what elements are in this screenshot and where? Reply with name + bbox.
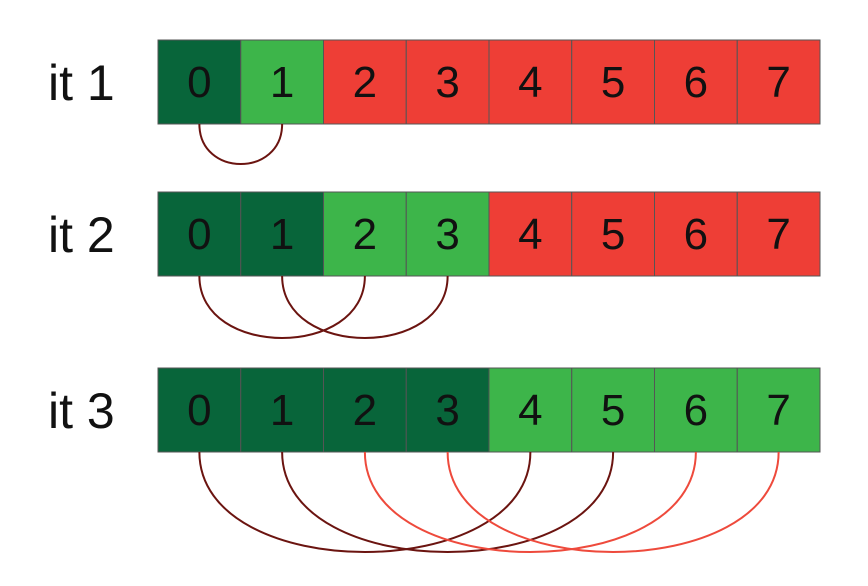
cell-index: 7 xyxy=(766,58,790,107)
cells-it-3: 0 1 2 3 4 5 6 7 xyxy=(157,367,821,453)
cell-box xyxy=(488,367,573,453)
cell-index: 2 xyxy=(353,386,377,435)
cell-index: 6 xyxy=(684,210,708,259)
cell-box xyxy=(736,39,821,125)
row-label-it-3: it 3 xyxy=(48,383,115,439)
connection-arc xyxy=(198,451,532,553)
row-it-2: it 2 0 1 2 3 4 5 6 7 xyxy=(48,191,821,339)
cell-index: 6 xyxy=(684,386,708,435)
connection-arc xyxy=(363,451,697,553)
cell-box xyxy=(488,191,573,277)
cell-index: 3 xyxy=(435,386,459,435)
cell-box xyxy=(571,39,655,125)
cell-box xyxy=(488,39,573,125)
connection-arc xyxy=(198,275,366,339)
cell-index: 2 xyxy=(353,58,377,107)
cell-index: 1 xyxy=(270,210,294,259)
cell-box xyxy=(405,367,490,453)
cell-index: 6 xyxy=(684,58,708,107)
connection-arc xyxy=(281,275,449,339)
cell-index: 5 xyxy=(601,58,625,107)
cell-box xyxy=(571,367,655,453)
cell-index: 1 xyxy=(270,386,294,435)
cell-box xyxy=(654,367,738,453)
row-it-1: it 1 0 1 2 3 4 5 6 7 xyxy=(48,39,821,165)
arcs-it-1 xyxy=(198,123,284,165)
cell-box xyxy=(157,367,242,453)
row-label-it-1: it 1 xyxy=(48,55,115,111)
row-label-it-2: it 2 xyxy=(48,207,115,263)
connection-arc xyxy=(198,123,284,165)
cell-index: 5 xyxy=(601,386,625,435)
cell-box xyxy=(240,367,324,453)
cell-box xyxy=(405,191,490,277)
cell-index: 0 xyxy=(187,58,211,107)
arcs-it-3 xyxy=(198,451,780,553)
cell-index: 4 xyxy=(518,210,542,259)
cells-it-2: 0 1 2 3 4 5 6 7 xyxy=(157,191,821,277)
cell-index: 5 xyxy=(601,210,625,259)
cell-index: 3 xyxy=(435,58,459,107)
cell-box xyxy=(157,39,242,125)
cell-box xyxy=(571,191,655,277)
cell-index: 4 xyxy=(518,58,542,107)
cell-index: 4 xyxy=(518,386,542,435)
cell-box xyxy=(736,191,821,277)
arcs-it-2 xyxy=(198,275,449,339)
connection-arc xyxy=(446,451,780,553)
cell-box xyxy=(405,39,490,125)
cell-index: 0 xyxy=(187,210,211,259)
cell-index: 2 xyxy=(353,210,377,259)
cell-box xyxy=(736,367,821,453)
connection-arc xyxy=(281,451,615,553)
cell-index: 7 xyxy=(766,210,790,259)
cell-box xyxy=(240,39,324,125)
row-it-3: it 3 0 1 2 3 4 5 6 7 xyxy=(48,367,821,553)
cell-box xyxy=(240,191,324,277)
cell-box xyxy=(654,39,738,125)
cells-it-1: 0 1 2 3 4 5 6 7 xyxy=(157,39,821,125)
cell-index: 7 xyxy=(766,386,790,435)
cell-box xyxy=(323,39,407,125)
cell-index: 3 xyxy=(435,210,459,259)
cell-index: 0 xyxy=(187,386,211,435)
cell-index: 1 xyxy=(270,58,294,107)
